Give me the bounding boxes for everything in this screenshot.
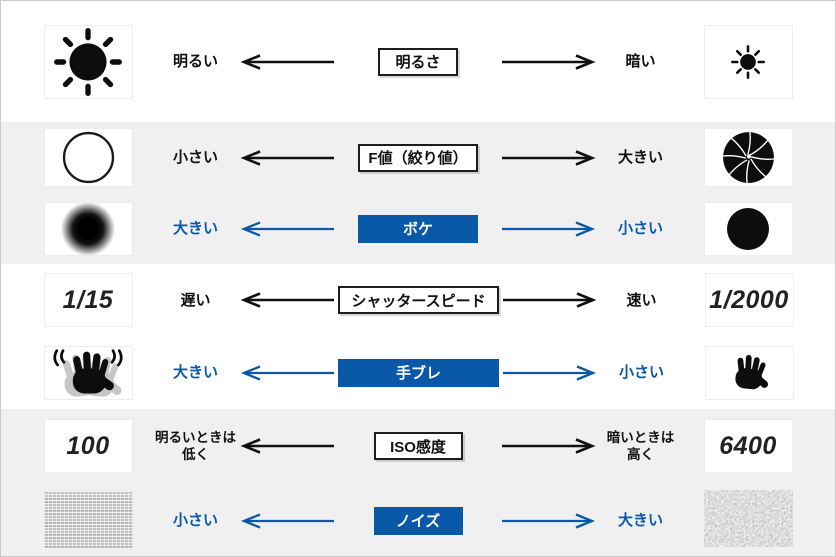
arrow-left-icon (240, 220, 334, 237)
arrow-right-icon (502, 438, 596, 454)
arrow-right-icon (502, 513, 596, 529)
shutter-fast-value: 1/2000 (709, 285, 789, 314)
aperture-ring-open-icon (43, 128, 133, 187)
right-label: 小さい (618, 364, 664, 381)
sun-dim-icon (703, 24, 793, 99)
iso-low-value: 100 (66, 431, 110, 460)
arrow-left-icon (240, 53, 334, 70)
arrow-right-icon (502, 220, 596, 237)
row-camera-shake: 大きい 手ブレ 小さい (23, 337, 813, 410)
shutter-fast-value-box: 1/2000 (704, 273, 794, 328)
noise-fine-texture-icon (43, 492, 133, 550)
aperture-blades-closed-icon (703, 128, 793, 187)
arrow-left-icon (240, 513, 334, 529)
band-iso: 100 明るいときは 低く ISO感度 暗いときは 高く 640 (1, 409, 835, 557)
row-shutter-speed: 1/15 遅い シャッタースピード 速い 1/2000 (23, 264, 813, 337)
iso-high-value: 6400 (719, 431, 777, 460)
arrow-right-icon (503, 365, 597, 381)
arrow-right-icon (502, 53, 596, 70)
left-label: 大きい (172, 364, 218, 381)
arrow-left-icon (240, 365, 334, 381)
term-box-iso: ISO感度 (373, 432, 463, 461)
arrow-left-icon (240, 438, 334, 454)
bokeh-small-dot-icon (703, 201, 793, 256)
left-label: 明るい (172, 52, 218, 70)
iso-high-value-box: 6400 (703, 419, 793, 474)
row-brightness: 明るい 明るさ 暗い (23, 1, 813, 122)
iso-low-value-box: 100 (43, 419, 133, 474)
term-box-brightness: 明るさ (378, 47, 458, 76)
right-label: 大きい (617, 512, 663, 529)
band-aperture: 小さい F値（絞り値） 大きい (1, 122, 835, 264)
band-shutter-speed: 1/15 遅い シャッタースピード 速い 1/2000 (1, 264, 835, 409)
left-label: 大きい (172, 219, 218, 237)
row-iso: 100 明るいときは 低く ISO感度 暗いときは 高く 640 (23, 409, 813, 484)
arrow-right-icon (503, 292, 597, 308)
left-label: 遅い (180, 291, 211, 309)
shutter-slow-value-box: 1/15 (43, 273, 133, 328)
term-box-f-value: F値（絞り値） (358, 143, 478, 172)
left-label: 小さい (172, 148, 218, 166)
term-box-camera-shake: 手ブレ (338, 358, 499, 387)
right-label: 速い (626, 291, 657, 309)
term-box-shutter-speed: シャッタースピード (338, 286, 499, 315)
row-bokeh: 大きい ボケ 小さい (23, 193, 813, 264)
band-brightness: 明るい 明るさ 暗い (1, 1, 835, 122)
sun-bright-icon (43, 24, 133, 99)
arrow-left-icon (240, 292, 334, 308)
arrow-left-icon (240, 149, 334, 166)
right-label: 暗いときは 高く (606, 429, 675, 463)
bokeh-large-blur-icon (43, 201, 133, 256)
noise-coarse-texture-icon (703, 489, 793, 552)
hand-shaking-icon (43, 345, 133, 400)
arrow-right-icon (502, 149, 596, 166)
term-box-noise: ノイズ (373, 506, 463, 535)
right-label: 小さい (617, 219, 663, 237)
term-box-bokeh: ボケ (358, 214, 478, 243)
row-noise: 小さい ノイズ 大きい (23, 484, 813, 557)
shutter-slow-value: 1/15 (62, 285, 114, 314)
right-label: 暗い (625, 52, 656, 70)
hand-steady-icon (704, 345, 794, 400)
left-label: 明るいときは 低く (155, 429, 236, 463)
left-label: 小さい (172, 512, 218, 529)
right-label: 大きい (617, 148, 663, 166)
row-f-value: 小さい F値（絞り値） 大きい (23, 122, 813, 193)
